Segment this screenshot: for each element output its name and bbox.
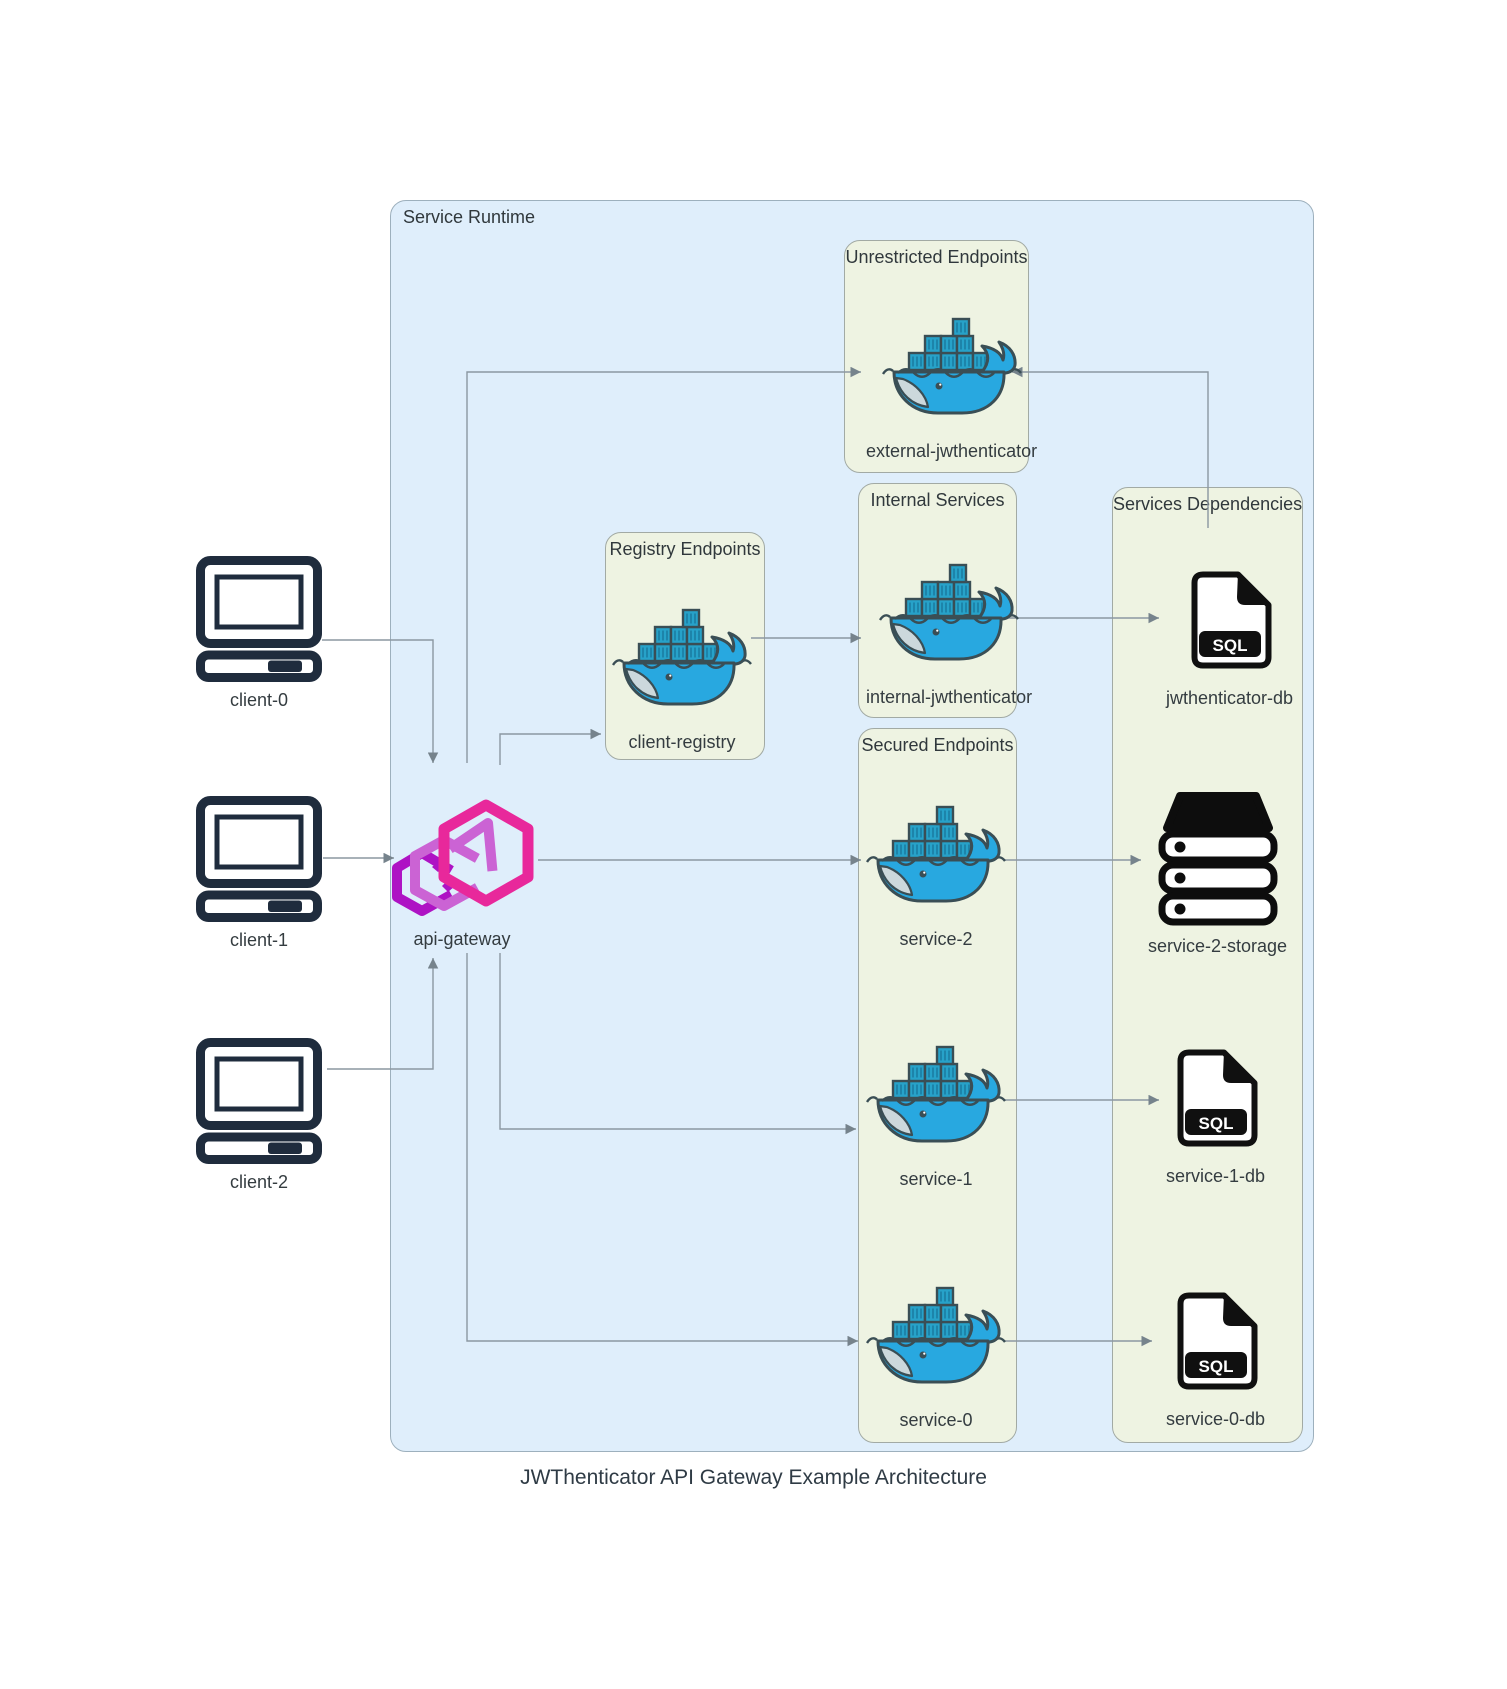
node-api-gateway-label: api-gateway — [413, 929, 511, 949]
diagram-title: JWThenticator API Gateway Example Archit… — [520, 1466, 987, 1489]
node-service-1-db: SQL service-1-db — [1166, 1049, 1265, 1187]
node-service-2-storage-label: service-2-storage — [1148, 936, 1288, 956]
sql-badge: SQL — [1198, 1114, 1233, 1133]
node-service-2-label: service-2 — [899, 929, 973, 949]
sql-badge: SQL — [1212, 636, 1247, 655]
group-registry-endpoints-title: Registry Endpoints — [609, 539, 761, 559]
docker-whale-icon — [882, 309, 1022, 421]
docker-whale-icon — [866, 1278, 1006, 1390]
node-service-1-db-label: service-1-db — [1166, 1166, 1266, 1186]
computer-icon — [196, 1038, 322, 1164]
node-service-0-label: service-0 — [899, 1410, 973, 1430]
sql-file-icon: SQL — [1177, 1049, 1258, 1147]
node-api-gateway: api-gateway — [382, 756, 542, 950]
group-service-runtime-title: Service Runtime — [403, 207, 536, 227]
group-internal-services-title: Internal Services — [870, 490, 1005, 510]
node-service-1: service-1 — [866, 1037, 1006, 1190]
group-secured-endpoints-title: Secured Endpoints — [861, 735, 1014, 755]
node-service-2: service-2 — [866, 797, 1006, 950]
node-service-0-db-label: service-0-db — [1166, 1409, 1266, 1429]
node-jwthenticator-db-label: jwthenticator-db — [1166, 688, 1294, 708]
node-client-0-label: client-0 — [229, 690, 289, 710]
api-gateway-hexagons-icon — [392, 799, 534, 916]
storage-stack-icon — [1158, 790, 1278, 930]
node-service-0-db: SQL service-0-db — [1166, 1292, 1265, 1430]
node-internal-jwthenticator: internal-jwthenticator — [866, 555, 1032, 708]
computer-icon — [196, 796, 322, 922]
sql-badge: SQL — [1198, 1357, 1233, 1376]
docker-whale-icon — [879, 555, 1019, 667]
docker-whale-icon — [866, 1037, 1006, 1149]
node-client-registry: client-registry — [612, 600, 752, 753]
node-client-0: client-0 — [196, 556, 322, 711]
node-service-1-label: service-1 — [899, 1169, 973, 1189]
docker-whale-icon — [866, 797, 1006, 909]
node-client-1: client-1 — [196, 796, 322, 951]
node-client-2: client-2 — [196, 1038, 322, 1193]
node-external-jwthenticator: external-jwthenticator — [866, 309, 1037, 462]
node-service-0: service-0 — [866, 1278, 1006, 1431]
sql-file-icon: SQL — [1191, 571, 1272, 669]
group-unrestricted-endpoints-title: Unrestricted Endpoints — [845, 247, 1028, 267]
node-service-2-storage: service-2-storage — [1148, 790, 1287, 957]
node-client-2-label: client-2 — [229, 1172, 289, 1192]
node-external-jwthenticator-label: external-jwthenticator — [866, 441, 1038, 461]
computer-icon — [196, 556, 322, 682]
group-services-dependencies-title: Services Dependencies — [1113, 494, 1303, 514]
docker-whale-icon — [612, 600, 752, 712]
node-client-registry-label: client-registry — [628, 732, 736, 752]
sql-file-icon: SQL — [1177, 1292, 1258, 1390]
node-client-1-label: client-1 — [229, 930, 289, 950]
node-jwthenticator-db: SQL jwthenticator-db — [1166, 571, 1293, 709]
node-internal-jwthenticator-label: internal-jwthenticator — [866, 687, 1033, 707]
